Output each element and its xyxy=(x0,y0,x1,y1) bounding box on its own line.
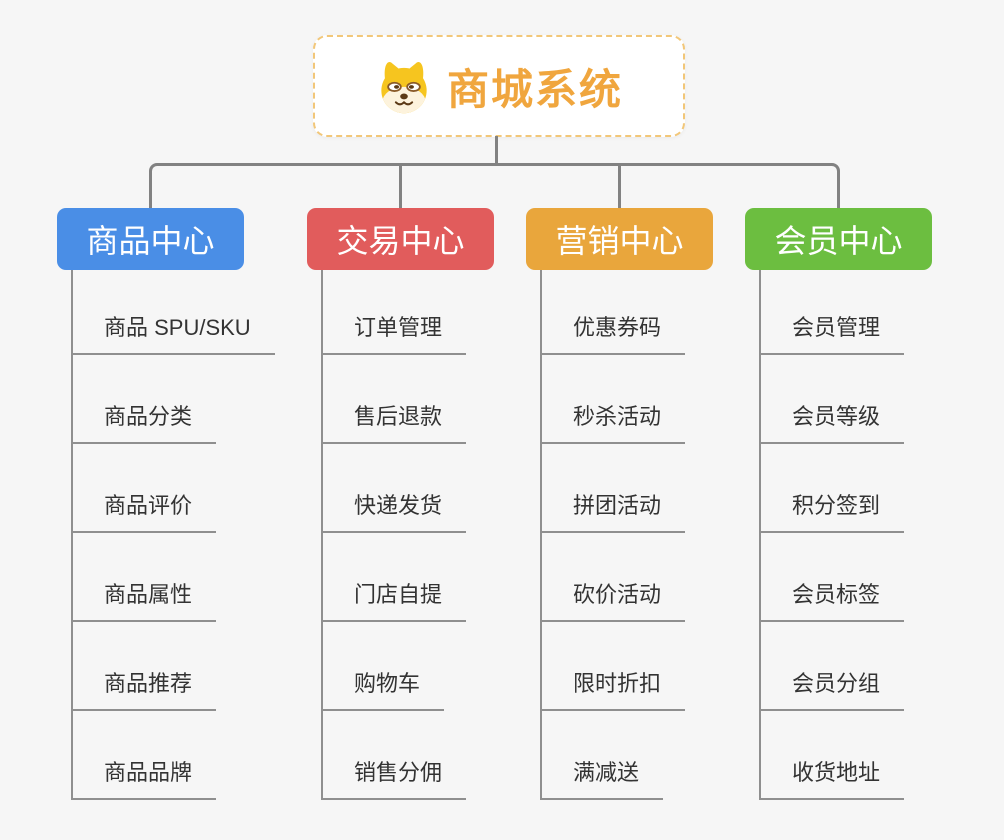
leaf-node[interactable]: 积分签到 xyxy=(759,491,905,533)
leaf-node[interactable]: 售后退款 xyxy=(321,402,467,444)
leaf-node[interactable]: 砍价活动 xyxy=(540,580,686,622)
connector-bus-line xyxy=(149,163,840,210)
connector-drop-trade xyxy=(399,164,402,210)
leaf-node[interactable]: 商品评价 xyxy=(71,491,217,533)
leaf-node[interactable]: 订单管理 xyxy=(321,313,467,355)
leaf-node[interactable]: 收货地址 xyxy=(759,758,905,800)
leaf-node[interactable]: 会员分组 xyxy=(759,669,905,711)
leaf-node[interactable]: 会员标签 xyxy=(759,580,905,622)
leaf-node[interactable]: 优惠券码 xyxy=(540,313,686,355)
leaf-node[interactable]: 商品品牌 xyxy=(71,758,217,800)
connector-trunk-trade xyxy=(321,270,323,800)
root-node[interactable]: 商城系统 xyxy=(313,35,685,137)
connector-drop-marketing xyxy=(618,164,621,210)
leaf-node[interactable]: 商品属性 xyxy=(71,580,217,622)
connector-trunk-product xyxy=(71,270,73,800)
leaf-node[interactable]: 门店自提 xyxy=(321,580,467,622)
leaf-node[interactable]: 会员等级 xyxy=(759,402,905,444)
branch-node-product-center[interactable]: 商品中心 xyxy=(57,208,244,270)
leaf-node[interactable]: 限时折扣 xyxy=(540,669,686,711)
connector-root-stem xyxy=(495,136,498,164)
leaf-node[interactable]: 商品分类 xyxy=(71,402,217,444)
branch-node-trade-center[interactable]: 交易中心 xyxy=(307,208,494,270)
leaf-node[interactable]: 快递发货 xyxy=(321,491,467,533)
dog-face-icon xyxy=(381,62,427,114)
branch-node-marketing-center[interactable]: 营销中心 xyxy=(526,208,713,270)
connector-trunk-member xyxy=(759,270,761,800)
root-title: 商城系统 xyxy=(446,65,623,113)
branch-node-member-center[interactable]: 会员中心 xyxy=(745,208,932,270)
leaf-node[interactable]: 商品 SPU/SKU xyxy=(71,313,275,355)
leaf-node[interactable]: 满减送 xyxy=(540,758,664,800)
leaf-node[interactable]: 购物车 xyxy=(321,669,445,711)
leaf-node[interactable]: 会员管理 xyxy=(759,313,905,355)
leaf-node[interactable]: 拼团活动 xyxy=(540,491,686,533)
connector-trunk-marketing xyxy=(540,270,542,800)
leaf-node[interactable]: 商品推荐 xyxy=(71,669,217,711)
leaf-node[interactable]: 销售分佣 xyxy=(321,758,467,800)
leaf-node[interactable]: 秒杀活动 xyxy=(540,402,686,444)
